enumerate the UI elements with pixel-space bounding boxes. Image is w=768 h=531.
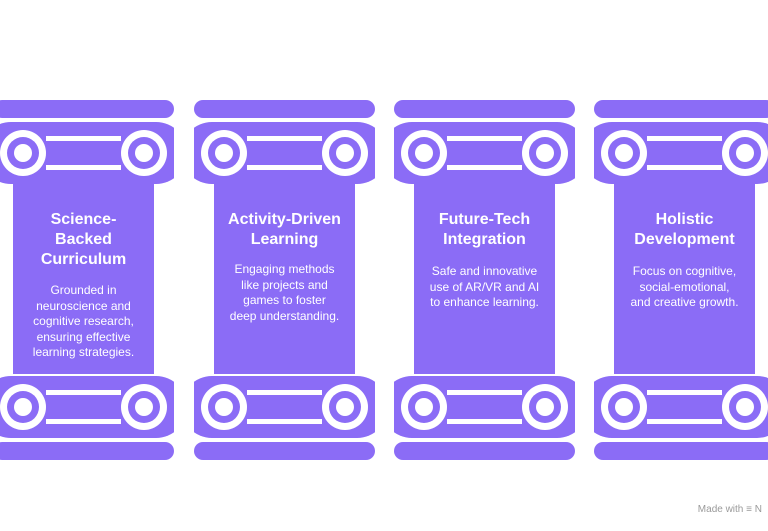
ionic-column-icon bbox=[394, 100, 575, 460]
pillar-title: Holistic Development bbox=[634, 211, 735, 248]
pillar-title: Future-Tech Integration bbox=[438, 211, 531, 248]
pillar-activity-driven-learning: Activity-Driven Learning Engaging method… bbox=[194, 98, 375, 462]
footer-label: Made with bbox=[697, 504, 744, 515]
pillar-holistic-development: Holistic Development Focus on cognitive,… bbox=[594, 98, 768, 462]
napkin-logo-icon: ≡ N bbox=[746, 504, 762, 515]
pillar-science-backed-curriculum: Science- Backed Curriculum Grounded in n… bbox=[0, 98, 174, 462]
ionic-column-icon bbox=[194, 100, 375, 460]
pillar-description: Safe and innovative use of AR/VR and AI … bbox=[429, 264, 540, 309]
pillar-description: Engaging methods like projects and games… bbox=[229, 262, 340, 323]
ionic-column-icon bbox=[0, 100, 174, 460]
pillar-title: Science- Backed Curriculum bbox=[40, 211, 127, 268]
pillar-description: Focus on cognitive, social-emotional, an… bbox=[630, 264, 739, 309]
made-with-footer: Made with ≡ N bbox=[698, 504, 762, 515]
ionic-column-icon bbox=[594, 100, 768, 460]
pillar-description: Grounded in neuroscience and cognitive r… bbox=[32, 283, 135, 359]
pillar-future-tech-integration: Future-Tech Integration Safe and innovat… bbox=[394, 98, 575, 462]
pillar-title: Activity-Driven Learning bbox=[228, 211, 341, 248]
